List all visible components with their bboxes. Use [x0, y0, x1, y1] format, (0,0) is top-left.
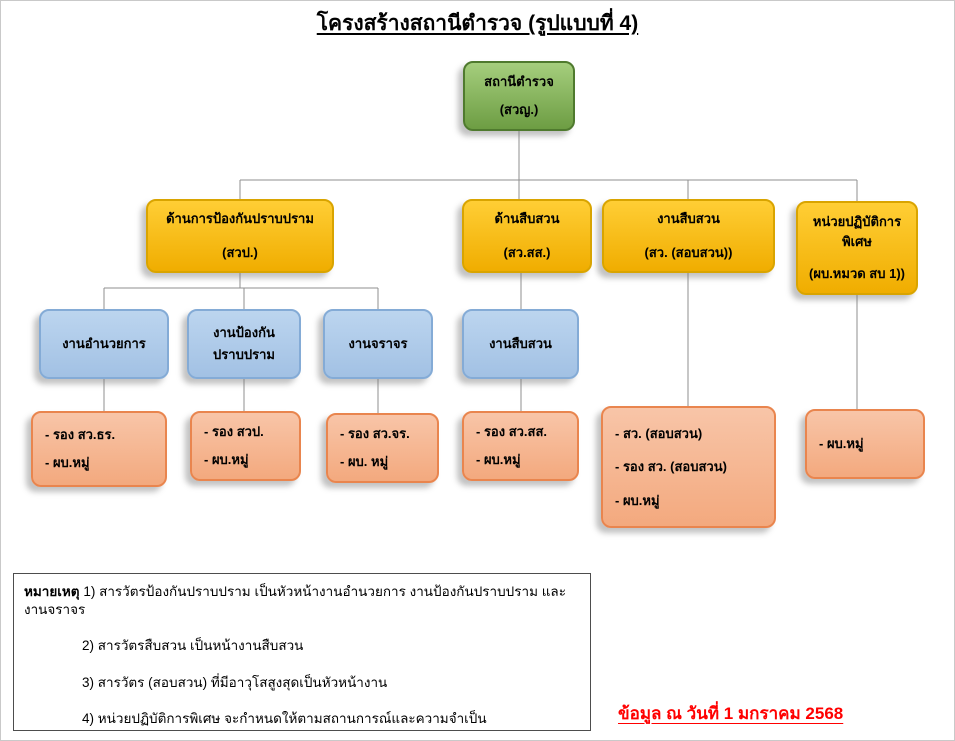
node-text-line: (สว. (สอบสวน))	[644, 245, 733, 260]
node-unit-investigation: งานสืบสวน	[462, 309, 579, 379]
note-line-1: หมายเหตุ 1) สารวัตรป้องกันปราบปราม เป็นห…	[24, 583, 580, 618]
node-division-special-operations: หน่วยปฏิบัติการ พิเศษ (ผบ.หมวด สบ 1))	[796, 201, 918, 295]
node-staff-inquiry: - สว. (สอบสวน) - รอง สว. (สอบสวน) - ผบ.ห…	[601, 406, 776, 528]
node-text-line: งานอำนวยการ	[62, 336, 146, 352]
node-text-line: - ผบ.หมู่	[45, 455, 90, 470]
node-text-line: งานสืบสวน	[657, 211, 720, 227]
node-staff-administration: - รอง สว.ธร. - ผบ.หมู่	[31, 411, 167, 487]
node-text-line: - รอง สว.จร.	[340, 426, 410, 442]
node-text-line: (ผบ.หมวด สบ 1))	[809, 266, 905, 282]
node-text-line: - ผบ.หมู่	[476, 452, 521, 467]
node-text-line: - ผบ. หมู่	[340, 454, 389, 469]
note-line-4: 4) หน่วยปฏิบัติการพิเศษ จะกำหนดให้ตามสถา…	[82, 711, 487, 727]
node-staff-prevention: - รอง สวป. - ผบ.หมู่	[190, 411, 301, 481]
node-division-inquiry: งานสืบสวน (สว. (สอบสวน))	[602, 199, 775, 273]
node-unit-administration: งานอำนวยการ	[39, 309, 169, 379]
node-police-station: สถานีตำรวจ (สวญ.)	[463, 61, 575, 131]
page-title-text: โครงสร้างสถานีตำรวจ (รูปแบบที่ 4)	[316, 12, 639, 35]
node-text-line: งานป้องกัน	[213, 325, 275, 341]
node-text-line: - รอง สวป.	[204, 424, 264, 440]
node-text-line: (สวญ.)	[499, 102, 539, 117]
node-staff-special-operations: - ผบ.หมู่	[805, 409, 925, 479]
note-text: 1) สารวัตรป้องกันปราบปราม เป็นหัวหน้างาน…	[24, 584, 566, 617]
note-line-2: 2) สารวัตรสืบสวน เป็นหน้างานสืบสวน	[82, 638, 304, 654]
node-text-line: สถานีตำรวจ	[484, 74, 554, 90]
node-text-line: (สวป.)	[222, 245, 258, 260]
node-text-line: ปราบปราม	[213, 347, 275, 362]
node-text-line: - ผบ.หมู่	[615, 492, 660, 508]
node-text-line: - สว. (สอบสวน)	[615, 425, 703, 441]
node-text-line: หน่วยปฏิบัติการ	[812, 214, 902, 230]
node-text-line: (สว.สส.)	[503, 245, 551, 260]
node-division-prevention-suppression: ด้านการป้องกันปราบปราม (สวป.)	[146, 199, 334, 273]
notes-box: หมายเหตุ 1) สารวัตรป้องกันปราบปราม เป็นห…	[13, 573, 591, 731]
node-text-line: งานสืบสวน	[489, 336, 552, 352]
node-staff-traffic: - รอง สว.จร. - ผบ. หมู่	[326, 413, 439, 483]
node-text-line: งานจราจร	[348, 336, 408, 352]
node-text-line: ด้านสืบสวน	[494, 211, 560, 227]
note-line-3: 3) สารวัตร (สอบสวน) ที่มีอาวุโสสูงสุดเป็…	[82, 674, 388, 690]
node-text-line: - รอง สว.สส.	[476, 424, 548, 440]
node-text-line: - ผบ.หมู่	[819, 436, 864, 452]
node-text-line: พิเศษ	[842, 233, 872, 249]
node-text-line: ด้านการป้องกันปราบปราม	[166, 211, 314, 227]
node-text-line: - รอง สว. (สอบสวน)	[615, 459, 727, 475]
data-as-of-date: ข้อมูล ณ วันที่ 1 มกราคม 2568	[618, 704, 844, 723]
node-division-investigation: ด้านสืบสวน (สว.สส.)	[462, 199, 592, 273]
page-title: โครงสร้างสถานีตำรวจ (รูปแบบที่ 4)	[1, 7, 954, 40]
node-staff-investigation: - รอง สว.สส. - ผบ.หมู่	[462, 411, 579, 481]
node-text-line: - รอง สว.ธร.	[45, 427, 116, 443]
note-label: หมายเหตุ	[24, 584, 80, 599]
node-text-line: - ผบ.หมู่	[204, 452, 249, 467]
node-unit-traffic: งานจราจร	[323, 309, 433, 379]
node-unit-prevention-suppression: งานป้องกัน ปราบปราม	[187, 309, 301, 379]
